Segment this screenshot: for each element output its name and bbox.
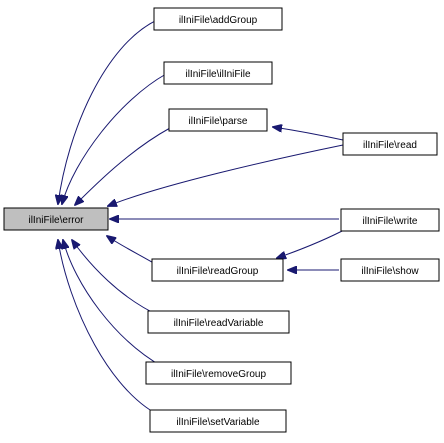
edge-read-to-error bbox=[108, 144, 344, 206]
node-error[interactable]: ilIniFile\error bbox=[3, 207, 109, 231]
edge-ilIniFile-to-error bbox=[62, 73, 167, 204]
edge-parse-to-error bbox=[75, 127, 171, 205]
node-label-setVariable: ilIniFile\setVariable bbox=[176, 417, 260, 428]
node-readVariable[interactable]: ilIniFile\readVariable bbox=[147, 310, 290, 334]
edge-write-to-readGroup bbox=[277, 227, 349, 258]
node-parse[interactable]: ilIniFile\parse bbox=[168, 108, 268, 132]
node-label-readGroup: ilIniFile\readGroup bbox=[177, 266, 259, 277]
edge-addGroup-to-error bbox=[58, 19, 158, 204]
nodes: ilIniFile\error ilIniFile\addGroup ilIni… bbox=[3, 7, 440, 433]
node-ilIniFile[interactable]: ilIniFile\ilIniFile bbox=[163, 61, 273, 85]
node-write[interactable]: ilIniFile\write bbox=[340, 208, 440, 232]
node-addGroup[interactable]: ilIniFile\addGroup bbox=[153, 7, 283, 31]
node-label-parse: ilIniFile\parse bbox=[189, 116, 248, 127]
edge-setVariable-to-error bbox=[58, 240, 166, 419]
edge-readVariable-to-error bbox=[72, 240, 161, 317]
node-label-readVariable: ilIniFile\readVariable bbox=[174, 318, 264, 329]
node-label-ilIniFile: ilIniFile\ilIniFile bbox=[185, 69, 250, 80]
node-label-error: ilIniFile\error bbox=[28, 215, 84, 226]
edge-removeGroup-to-error bbox=[63, 240, 164, 368]
node-label-write: ilIniFile\write bbox=[362, 216, 417, 227]
node-label-addGroup: ilIniFile\addGroup bbox=[179, 15, 258, 26]
edge-readGroup-to-error bbox=[107, 236, 158, 266]
node-readGroup[interactable]: ilIniFile\readGroup bbox=[151, 258, 284, 282]
node-removeGroup[interactable]: ilIniFile\removeGroup bbox=[145, 361, 292, 385]
edge-read-to-parse bbox=[273, 127, 344, 141]
node-show[interactable]: ilIniFile\show bbox=[340, 258, 440, 282]
node-label-show: ilIniFile\show bbox=[361, 266, 419, 277]
node-read[interactable]: ilIniFile\read bbox=[342, 132, 438, 156]
node-label-read: ilIniFile\read bbox=[363, 140, 417, 151]
node-label-removeGroup: ilIniFile\removeGroup bbox=[171, 369, 266, 380]
node-setVariable[interactable]: ilIniFile\setVariable bbox=[149, 409, 287, 433]
